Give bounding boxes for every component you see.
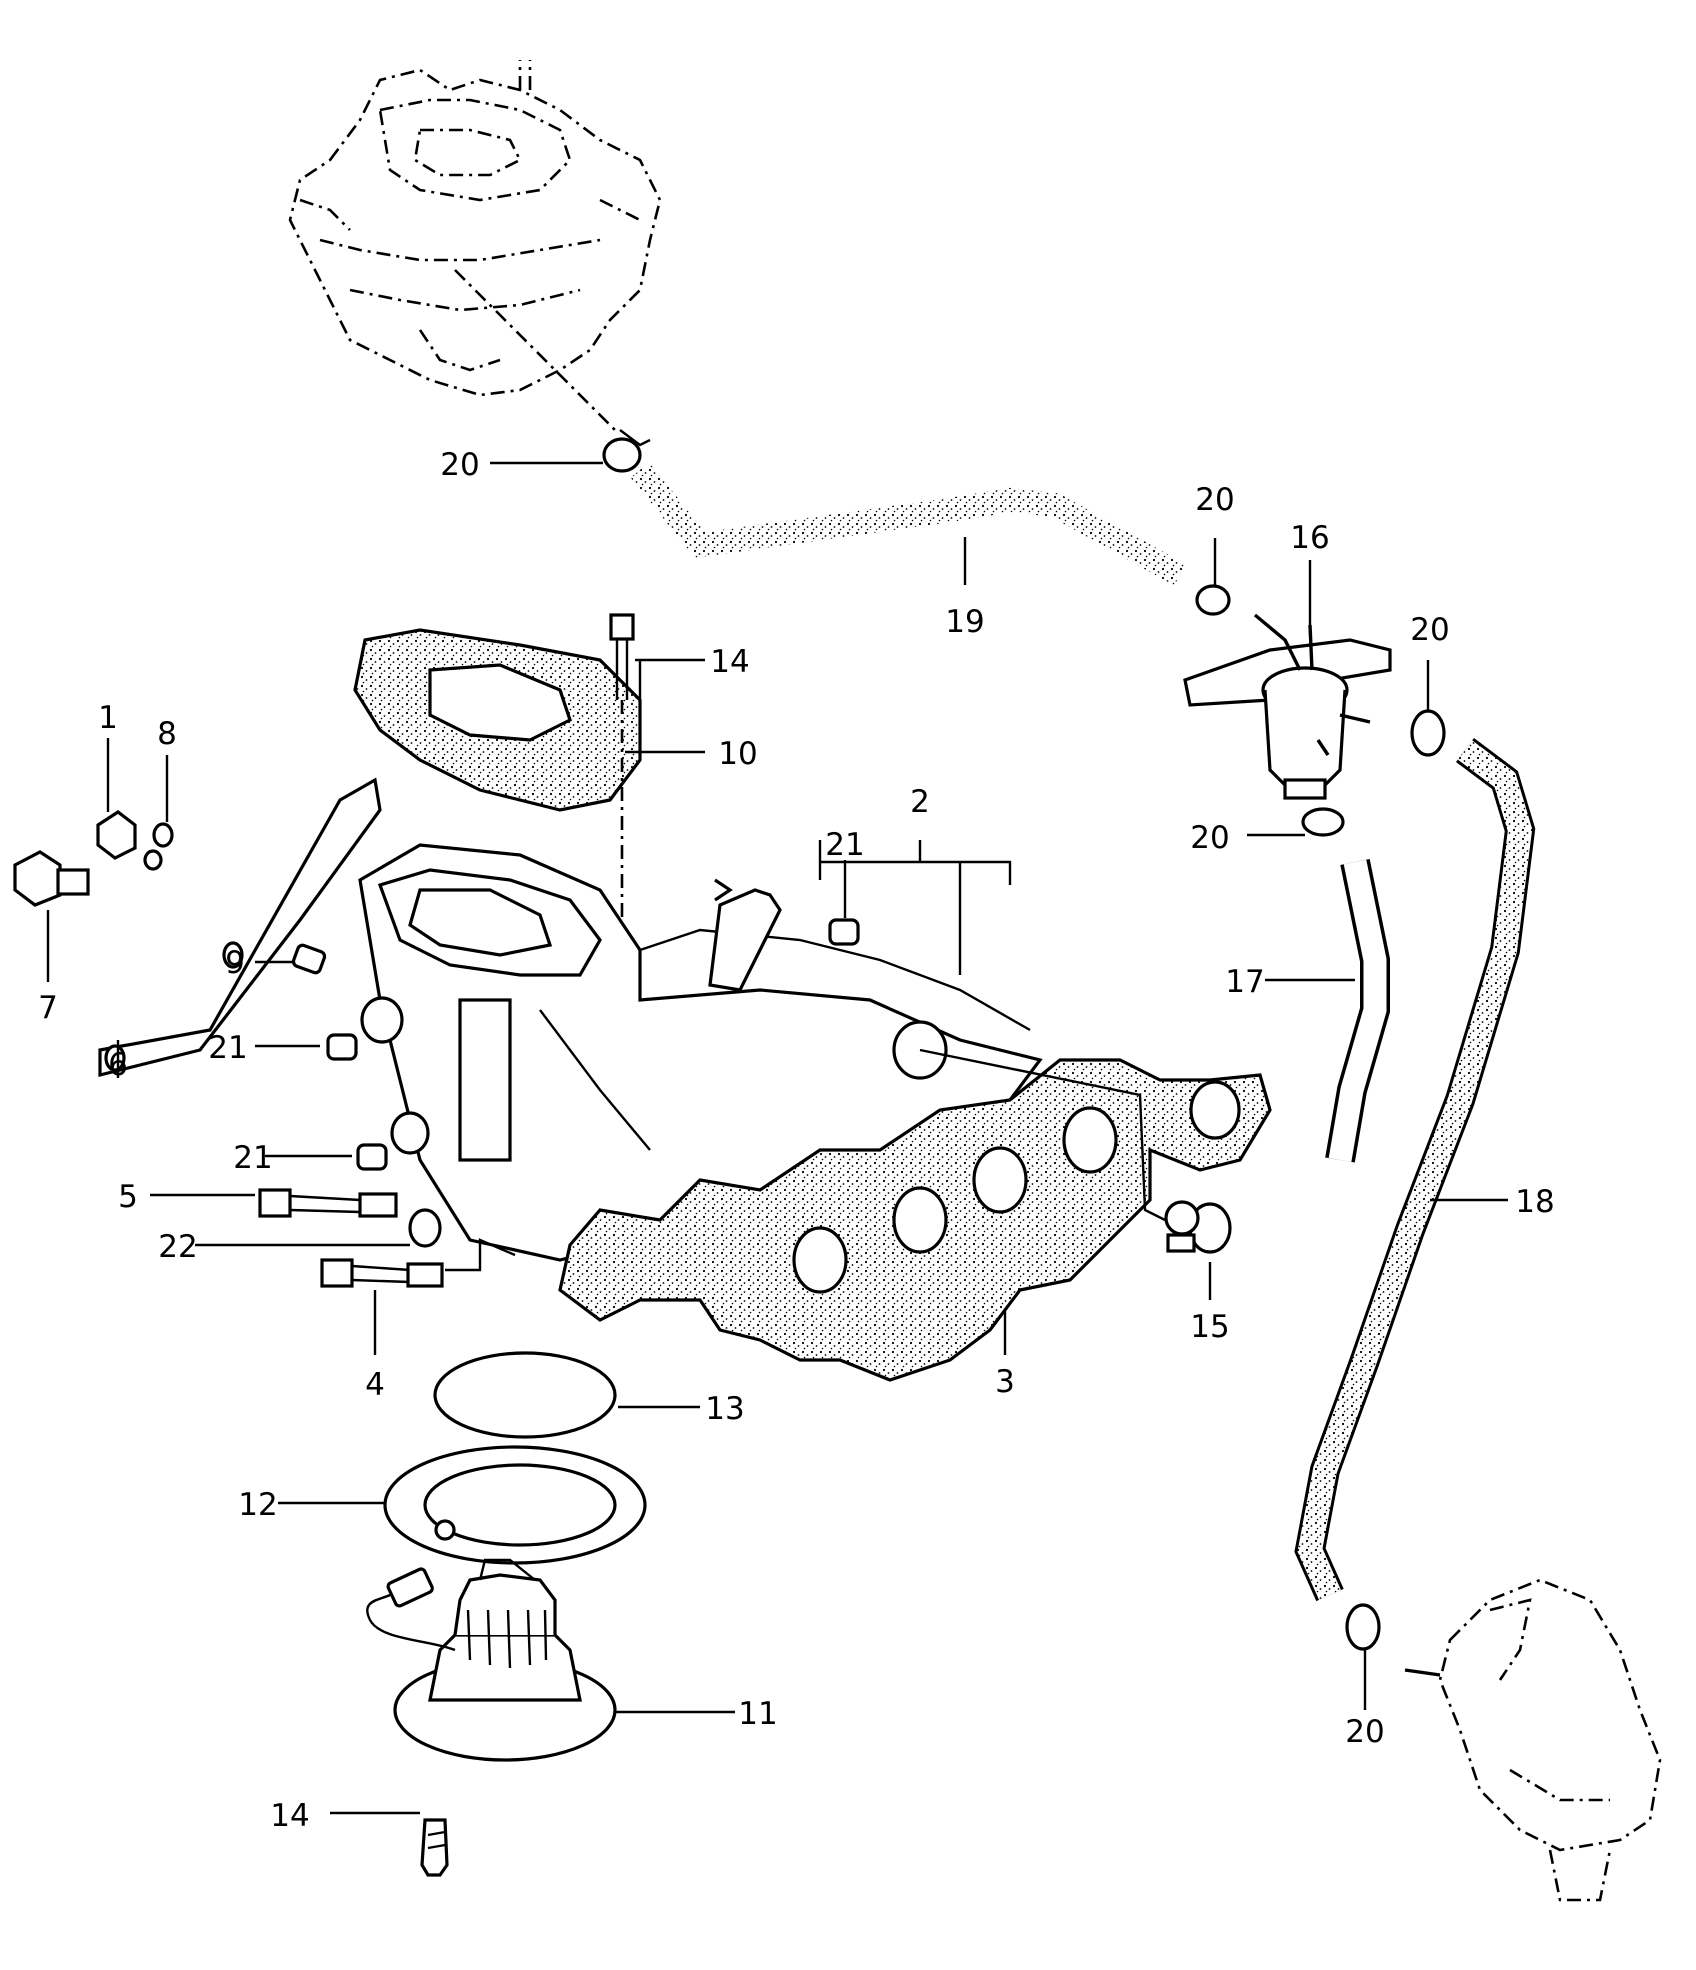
- washer-8: [152, 822, 174, 848]
- callout-15: 15: [1190, 1309, 1229, 1345]
- hose-clamp-20-valve-left: [1195, 584, 1231, 616]
- washer-8b: [143, 849, 163, 871]
- callout-21-lower: 21: [233, 1140, 272, 1176]
- callout-13: 13: [705, 1391, 744, 1427]
- callout-20-valve-bottom: 20: [1190, 820, 1229, 856]
- callout-9: 9: [225, 945, 245, 981]
- callout-21-middle: 21: [208, 1030, 247, 1066]
- callout-2: 2: [910, 784, 930, 820]
- hose-19: [630, 462, 1186, 586]
- hose-clamp-20-valve-right: [1410, 709, 1446, 757]
- hose-18-outline: [1294, 738, 1536, 1602]
- bolt-7: [13, 850, 90, 907]
- flange-12-opening: [423, 1463, 617, 1547]
- callout-4: 4: [365, 1367, 385, 1403]
- carburetor-leader: [454, 269, 616, 431]
- hose-clamp-20-bottom: [1345, 1603, 1381, 1651]
- callout-6: 6: [108, 1047, 128, 1083]
- callout-11: 11: [738, 1696, 777, 1732]
- bracket-6-hole: [104, 1044, 126, 1072]
- callout-5: 5: [118, 1179, 138, 1215]
- pin-9: [291, 943, 327, 975]
- bracket-6-hole-2: [222, 941, 244, 969]
- heater-element-11: [366, 1558, 617, 1762]
- plug-21-lower: [356, 1143, 388, 1171]
- callout-20-valve-right: 20: [1410, 612, 1449, 648]
- hose-clamp-20-valve-bottom: [1301, 807, 1345, 837]
- callout-14-top: 14: [710, 644, 749, 680]
- leader-lines: [46, 461, 1508, 1815]
- callout-22: 22: [158, 1229, 197, 1265]
- gasket-10-opening: [428, 663, 572, 742]
- callout-14-bottom: 14: [270, 1798, 309, 1834]
- carburetor-outline: [288, 60, 662, 397]
- washer-22: [408, 1208, 442, 1248]
- callout-1: 1: [98, 700, 118, 736]
- callout-20-bottom: 20: [1345, 1714, 1384, 1750]
- bolt-14-bottom: [420, 1818, 449, 1877]
- callout-19: 19: [945, 604, 984, 640]
- callout-20-top: 20: [440, 447, 479, 483]
- check-valve-16: [1183, 613, 1392, 800]
- callout-21-top: 21: [825, 827, 864, 863]
- bolt-4-leader: [445, 1238, 516, 1272]
- callout-17: 17: [1225, 964, 1264, 1000]
- bracket-6: [98, 777, 382, 1078]
- air-pump-outline: [1404, 1578, 1662, 1902]
- hose-18: [1297, 740, 1533, 1600]
- plug-21-top: [828, 918, 860, 946]
- callout-12: 12: [238, 1487, 277, 1523]
- bolt-14-top: [609, 613, 635, 700]
- hose-17: [1328, 859, 1387, 1162]
- callout-labels: 1 2 3 4 5 6 7 8 9 10 11 12 13 14 14 15 1…: [38, 447, 1555, 1834]
- flange-12-hole: [434, 1519, 456, 1541]
- plug-21-middle: [326, 1033, 358, 1061]
- callout-10: 10: [718, 736, 757, 772]
- callout-7: 7: [38, 990, 58, 1026]
- bolt-4: [320, 1258, 444, 1288]
- bolt-5: [258, 1188, 398, 1218]
- callout-8: 8: [157, 716, 177, 752]
- manifold-gasket-3-ports: [792, 1080, 1241, 1294]
- plug-15-leader: [919, 1048, 1166, 1222]
- callout-18: 18: [1515, 1184, 1554, 1220]
- plug-15: [1164, 1200, 1232, 1254]
- callout-3: 3: [995, 1364, 1015, 1400]
- callout-16: 16: [1290, 520, 1329, 556]
- o-ring-13: [433, 1351, 617, 1439]
- hose-clamp-20-top: [602, 429, 651, 473]
- nut-1: [96, 810, 137, 860]
- callout-20-valve-left: 20: [1195, 482, 1234, 518]
